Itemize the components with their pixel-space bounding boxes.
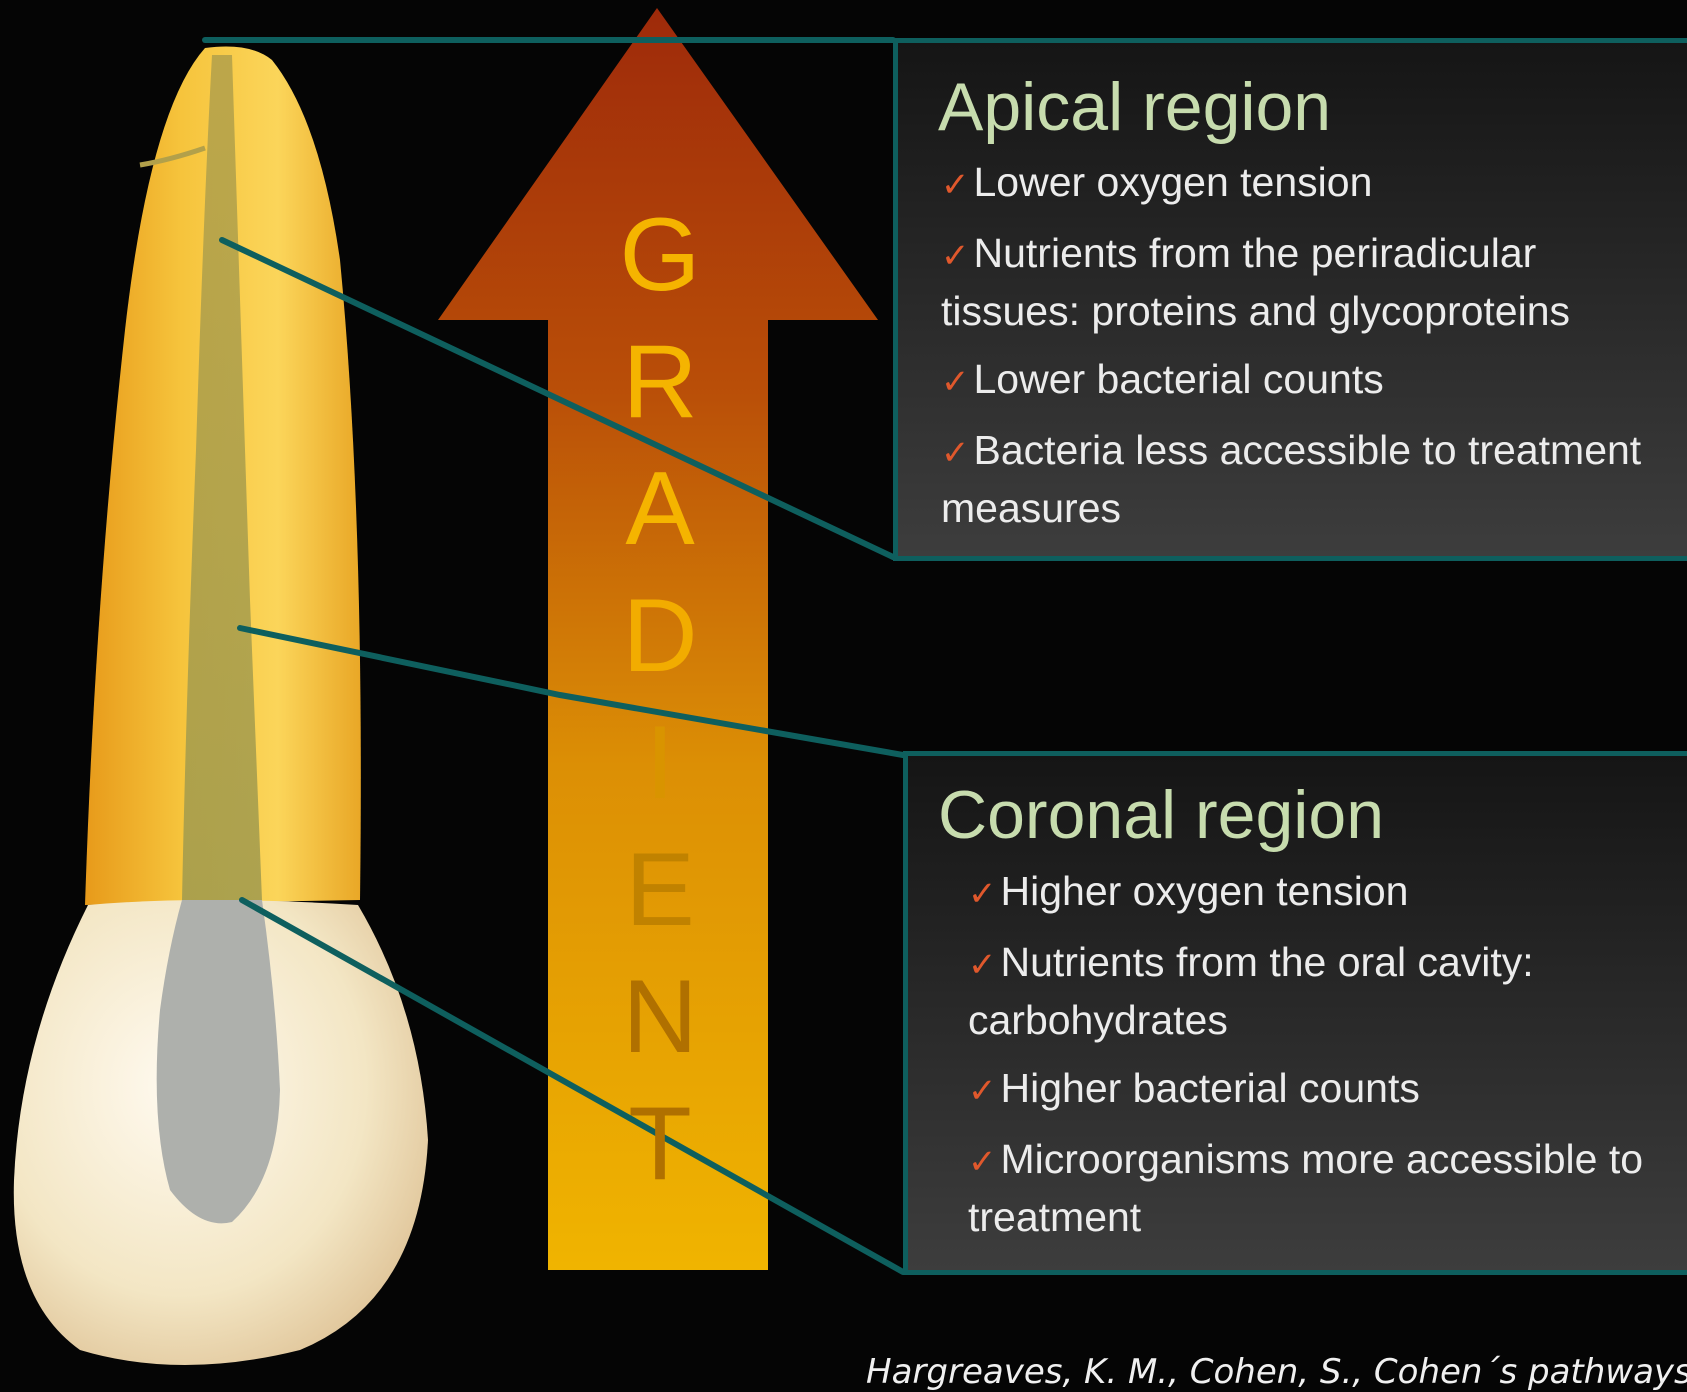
coronal-region-panel: Coronal region ✓Higher oxygen tension ✓N…: [903, 751, 1687, 1275]
list-item: ✓Lower oxygen tension: [941, 155, 1686, 213]
connector-mid-root: [240, 628, 903, 755]
coronal-region-title: Coronal region: [938, 781, 1384, 849]
connector-apical: [222, 240, 893, 557]
check-mark-icon: ✓: [968, 1143, 997, 1181]
coronal-region-list: ✓Higher oxygen tension ✓Nutrients from t…: [968, 864, 1687, 1258]
list-item-text: Higher oxygen tension: [1001, 868, 1409, 914]
gradient-letter: D: [600, 573, 720, 700]
list-item: ✓Lower bacterial counts: [941, 352, 1686, 410]
list-item: ✓Nutrients from the oral cavity: carbohy…: [968, 935, 1687, 1048]
list-item: ✓Bacteria less accessible to treatment m…: [941, 423, 1686, 536]
check-mark-icon: ✓: [941, 166, 970, 204]
check-mark-icon: ✓: [941, 237, 970, 275]
connector-crown: [242, 900, 903, 1272]
check-mark-icon: ✓: [968, 946, 997, 984]
gradient-letter: G: [600, 192, 720, 319]
gradient-letter: R: [600, 319, 720, 446]
list-item-text: Nutrients from the oral cavity: carbohyd…: [968, 939, 1534, 1043]
citation: Hargreaves, K. M., Cohen, S., Cohen´s pa…: [866, 1352, 1687, 1392]
list-item: ✓Microorganisms more accessible to treat…: [968, 1132, 1687, 1245]
gradient-letter: T: [600, 1081, 720, 1208]
list-item-text: Microorganisms more accessible to treatm…: [968, 1136, 1643, 1240]
list-item-text: Lower oxygen tension: [974, 159, 1373, 205]
list-item: ✓Higher oxygen tension: [968, 864, 1687, 922]
check-mark-icon: ✓: [941, 434, 970, 472]
list-item: ✓Nutrients from the periradicular tissue…: [941, 226, 1686, 339]
gradient-letter: I: [600, 700, 720, 827]
gradient-letters: G R A D I E N T: [600, 192, 720, 1208]
check-mark-icon: ✓: [968, 875, 997, 913]
gradient-letter: E: [600, 827, 720, 954]
list-item-text: Nutrients from the periradicular tissues…: [941, 230, 1570, 334]
list-item-text: Higher bacterial counts: [1001, 1065, 1420, 1111]
list-item-text: Bacteria less accessible to treatment me…: [941, 427, 1641, 531]
gradient-letter: A: [600, 446, 720, 573]
gradient-letter: N: [600, 954, 720, 1081]
list-item: ✓Higher bacterial counts: [968, 1061, 1687, 1119]
apical-region-panel: Apical region ✓Lower oxygen tension ✓Nut…: [893, 38, 1687, 561]
check-mark-icon: ✓: [941, 363, 970, 401]
check-mark-icon: ✓: [968, 1072, 997, 1110]
list-item-text: Lower bacterial counts: [974, 356, 1384, 402]
apical-region-title: Apical region: [938, 73, 1331, 141]
apical-region-list: ✓Lower oxygen tension ✓Nutrients from th…: [941, 155, 1686, 549]
